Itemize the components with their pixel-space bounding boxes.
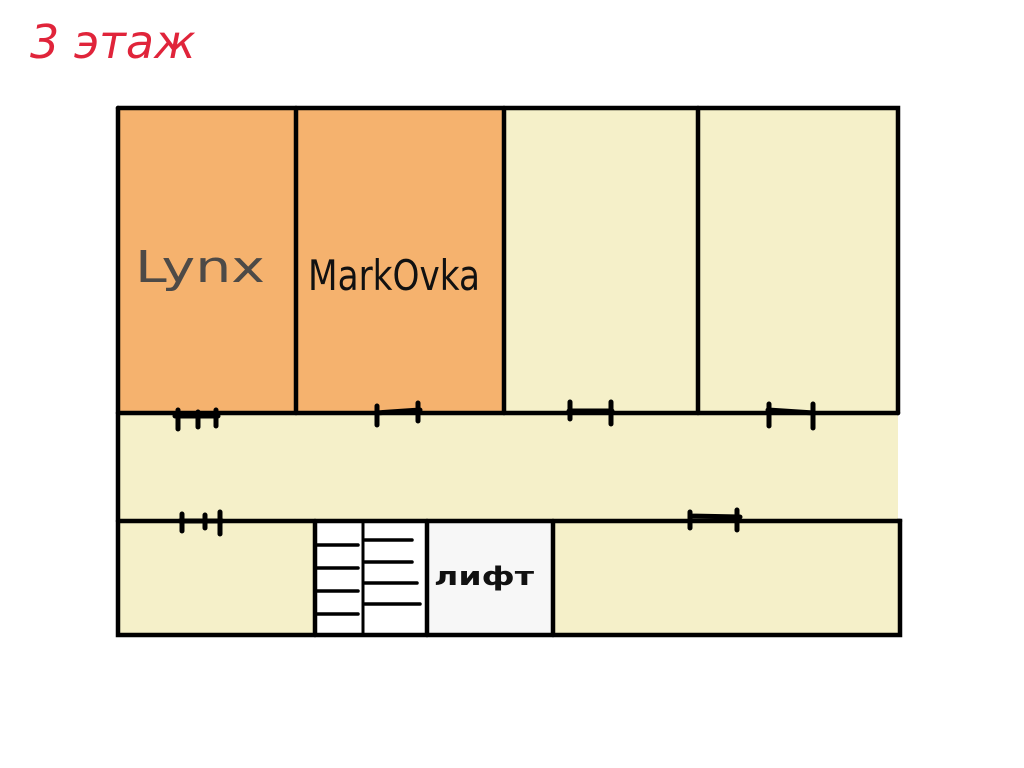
door-lynx[interactable] bbox=[172, 407, 221, 432]
room-lynx-label: Lynx bbox=[135, 242, 265, 293]
door-room-3[interactable] bbox=[566, 399, 615, 427]
stairs bbox=[315, 521, 427, 635]
door-bottom-right[interactable] bbox=[687, 507, 743, 533]
room-lynx[interactable] bbox=[118, 108, 296, 413]
room-markovka-label: MarkOvka bbox=[308, 251, 480, 300]
door-markovka[interactable] bbox=[373, 400, 423, 428]
room-bottom-left[interactable] bbox=[118, 521, 315, 635]
room-bottom-right[interactable] bbox=[553, 521, 900, 635]
elevator[interactable] bbox=[427, 521, 553, 635]
elevator-label: лифт bbox=[434, 562, 534, 592]
corridor[interactable] bbox=[118, 413, 898, 521]
floor-title: 3 этаж bbox=[30, 15, 196, 69]
room-3[interactable] bbox=[504, 108, 698, 413]
room-4[interactable] bbox=[698, 108, 898, 413]
room-markovka[interactable] bbox=[296, 108, 504, 413]
door-room-4[interactable] bbox=[765, 401, 817, 431]
door-bottom-left[interactable] bbox=[177, 509, 225, 537]
stairs-steps bbox=[313, 538, 422, 616]
